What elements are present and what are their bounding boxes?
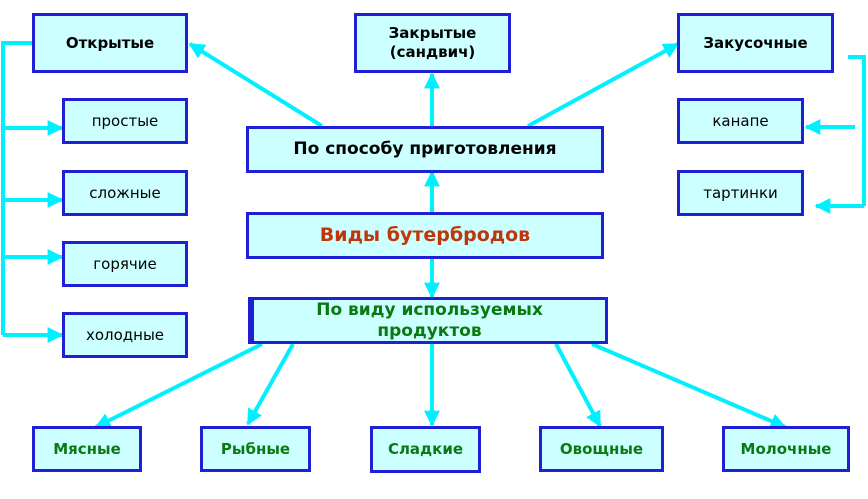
product-meat-box: Мясные <box>32 426 142 472</box>
open-cold-box: холодные <box>62 312 188 358</box>
arrow-products-fish <box>246 343 295 426</box>
snack-bracket-line <box>848 55 866 206</box>
center-box: Виды бутербродов <box>246 212 604 259</box>
method-box: По способу приготовления <box>246 126 604 173</box>
snack-canape-box: канапе <box>677 98 804 144</box>
product-fish-box: Рыбные <box>200 426 311 472</box>
open-complex-box: сложные <box>62 170 188 216</box>
open-sandwiches-box: Открытые <box>32 13 188 73</box>
arrow-products-veg <box>554 343 602 428</box>
arrow-products-meat <box>94 342 263 429</box>
closed-title-line1: Закрытые <box>388 24 477 43</box>
arrow-method-to-open <box>188 42 324 128</box>
snack-tartine-box: тартинки <box>677 170 804 216</box>
products-box: По виду используемых продуктов <box>248 297 608 344</box>
product-veg-box: Овощные <box>539 426 664 472</box>
arrow-products-milk <box>591 342 787 429</box>
closed-title-line2: (сандвич) <box>389 43 476 61</box>
open-simple-box: простые <box>62 98 188 144</box>
snack-sandwiches-box: Закусочные <box>677 13 834 73</box>
product-milk-box: Молочные <box>722 426 850 472</box>
open-bracket-line <box>1 41 34 335</box>
product-sweet-box: Сладкие <box>370 426 481 473</box>
closed-sandwiches-box: Закрытые (сандвич) <box>354 13 511 73</box>
open-hot-box: горячие <box>62 241 188 287</box>
arrow-method-to-snack <box>527 42 680 128</box>
